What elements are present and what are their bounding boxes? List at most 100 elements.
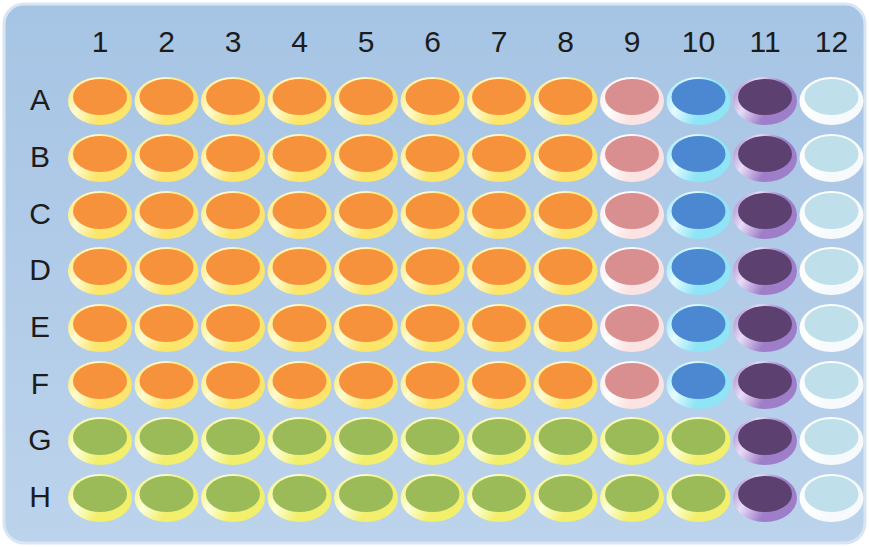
well [733, 361, 797, 409]
well-liquid [206, 306, 260, 342]
well-liquid [605, 306, 659, 342]
row-letter: E [30, 312, 50, 342]
well [401, 134, 465, 182]
well [201, 474, 265, 522]
well-rim [733, 361, 797, 409]
well-rim [201, 304, 265, 352]
well-liquid [805, 193, 859, 229]
well [667, 304, 731, 352]
well-rim [600, 247, 664, 295]
well-liquid [738, 476, 792, 512]
well [467, 417, 531, 465]
well [201, 134, 265, 182]
well-liquid [206, 363, 260, 399]
well-liquid [140, 306, 194, 342]
well-liquid [406, 249, 460, 285]
well [401, 361, 465, 409]
well-rim [268, 191, 332, 239]
well-rim [334, 474, 398, 522]
well-liquid [672, 363, 726, 399]
well-rim [135, 474, 199, 522]
well-liquid [472, 249, 526, 285]
well-rim [800, 474, 864, 522]
well-rim [667, 247, 731, 295]
column-number: 4 [291, 27, 308, 57]
well [201, 417, 265, 465]
well-liquid [339, 363, 393, 399]
well-rim [401, 77, 465, 125]
well-rim [135, 361, 199, 409]
well [534, 134, 598, 182]
well-liquid [73, 193, 127, 229]
plate-body [4, 4, 865, 543]
well [467, 134, 531, 182]
well-liquid [805, 249, 859, 285]
well [800, 77, 864, 125]
well-liquid [539, 249, 593, 285]
well-rim [268, 304, 332, 352]
well-rim [201, 191, 265, 239]
column-number: 7 [491, 27, 508, 57]
well-rim [467, 304, 531, 352]
well-rim [68, 304, 132, 352]
well-rim [334, 247, 398, 295]
well-liquid [73, 476, 127, 512]
well-rim [401, 191, 465, 239]
well [135, 77, 199, 125]
well-rim [401, 304, 465, 352]
well-liquid [339, 419, 393, 455]
well-liquid [738, 136, 792, 172]
well [800, 191, 864, 239]
well-liquid [140, 136, 194, 172]
well-liquid [738, 249, 792, 285]
well-rim [268, 474, 332, 522]
well-rim [667, 304, 731, 352]
well-liquid [206, 419, 260, 455]
well-liquid [140, 476, 194, 512]
well-rim [135, 304, 199, 352]
well-rim [667, 77, 731, 125]
well-rim [800, 191, 864, 239]
well-liquid [805, 419, 859, 455]
well [268, 247, 332, 295]
well-rim [600, 361, 664, 409]
well-rim [534, 77, 598, 125]
well-rim [733, 304, 797, 352]
well [68, 191, 132, 239]
well-liquid [605, 193, 659, 229]
well-liquid [605, 249, 659, 285]
row-letter: G [28, 425, 51, 455]
well-rim [800, 77, 864, 125]
well [268, 417, 332, 465]
well [467, 77, 531, 125]
well-liquid [406, 193, 460, 229]
well-rim [135, 77, 199, 125]
well-liquid [605, 363, 659, 399]
well-rim [534, 474, 598, 522]
well-rim [467, 417, 531, 465]
well-rim [201, 417, 265, 465]
well-rim [334, 77, 398, 125]
well [334, 247, 398, 295]
well-rim [667, 474, 731, 522]
column-number: 2 [158, 27, 175, 57]
well-rim [733, 474, 797, 522]
well-liquid [605, 476, 659, 512]
well-rim [68, 191, 132, 239]
well [733, 247, 797, 295]
column-number: 8 [557, 27, 574, 57]
well-rim [600, 77, 664, 125]
well-liquid [339, 136, 393, 172]
well-liquid [73, 419, 127, 455]
well [268, 361, 332, 409]
well-liquid [539, 136, 593, 172]
well [135, 474, 199, 522]
well [800, 417, 864, 465]
well-liquid [273, 419, 327, 455]
well-liquid [805, 79, 859, 115]
column-number: 1 [92, 27, 109, 57]
well-liquid [206, 136, 260, 172]
well-liquid [273, 136, 327, 172]
well-rim [733, 417, 797, 465]
